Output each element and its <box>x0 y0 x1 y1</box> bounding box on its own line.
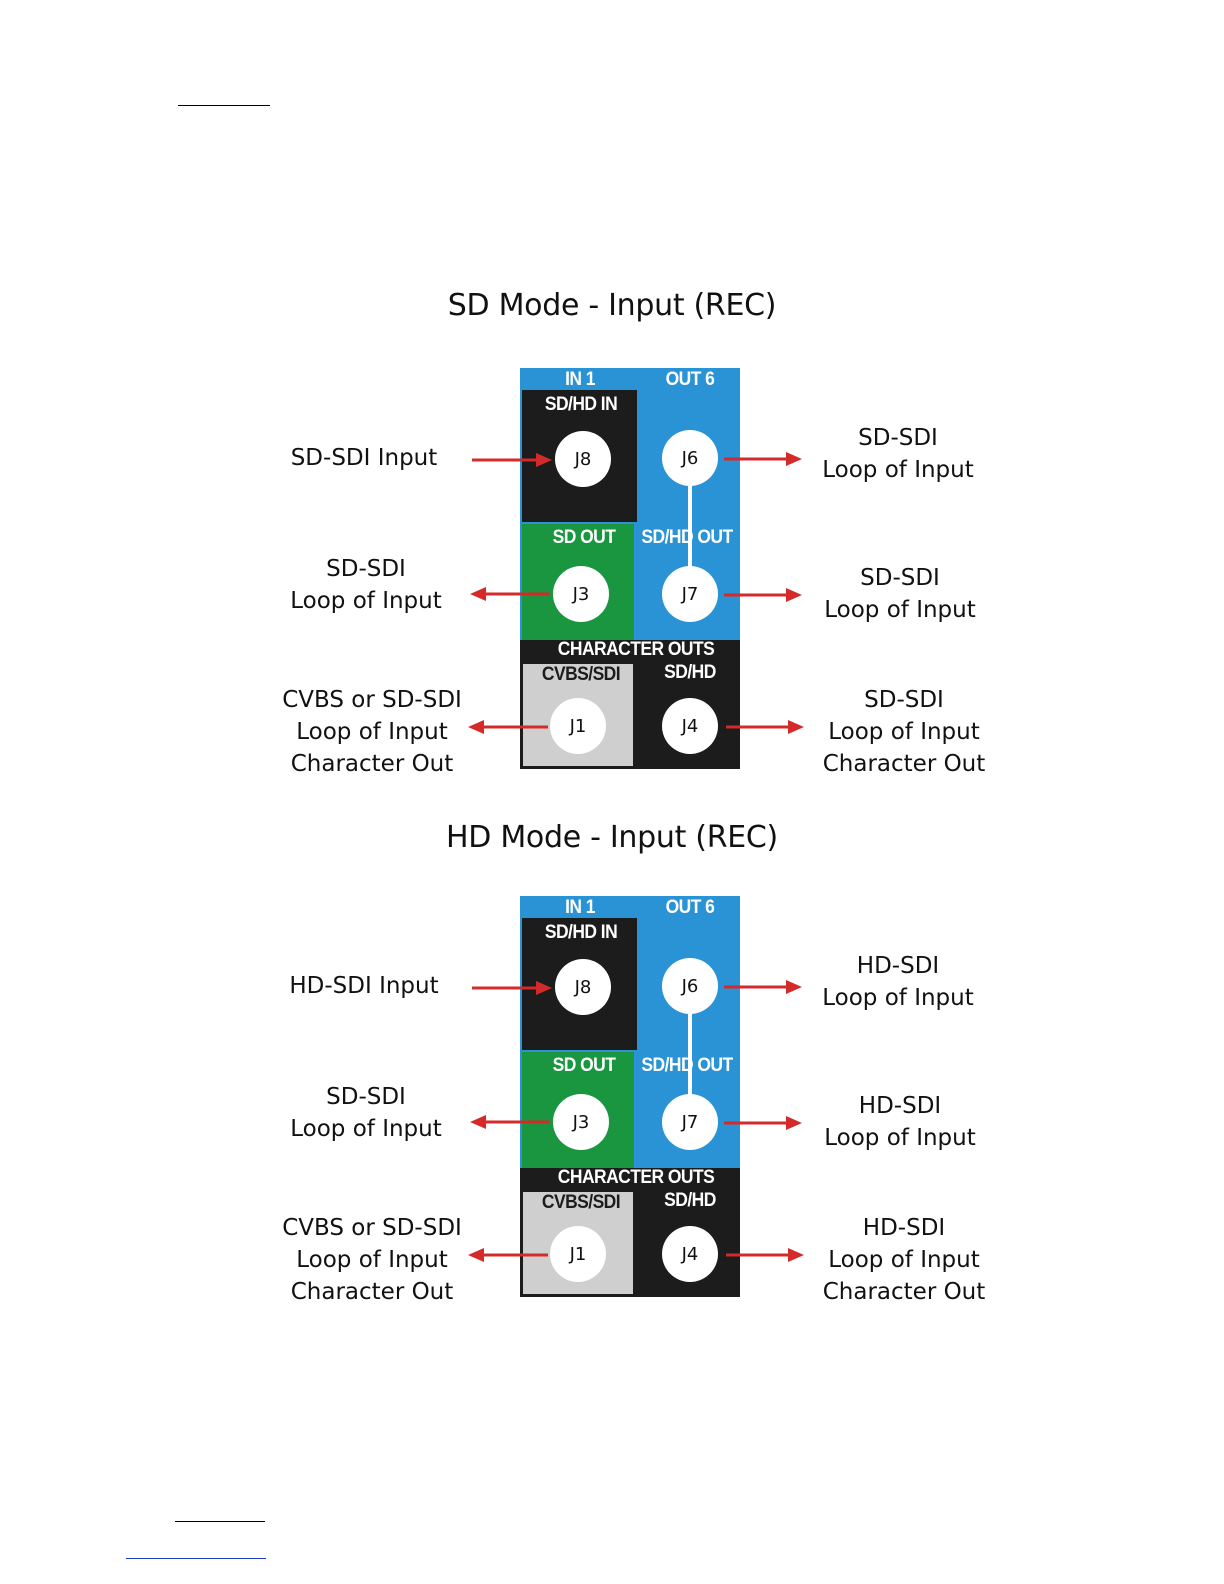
label-j7: HD-SDI Loop of Input <box>802 1090 998 1154</box>
in-1-header: IN 1 <box>565 897 595 918</box>
connector-j7[interactable]: J7 <box>662 566 718 622</box>
label-j1: CVBS or SD-SDI Loop of Input Character O… <box>262 684 482 780</box>
connector-j1[interactable]: J1 <box>550 698 606 754</box>
arrow-j4 <box>726 720 804 734</box>
in-1-header: IN 1 <box>565 369 595 390</box>
sd-out-header: SD OUT <box>552 527 616 548</box>
connector-j1[interactable]: J1 <box>550 1226 606 1282</box>
label-line: Loop of Input <box>290 1116 442 1142</box>
arrow-j1 <box>468 720 548 734</box>
label-line: SD-SDI <box>864 687 944 713</box>
label-line: HD-SDI <box>856 953 940 979</box>
hd-mode-diagram: HD Mode - Input (REC) IN 1 OUT 6 SD/HD I… <box>0 820 1224 1340</box>
label-line: HD-SDI <box>858 1093 942 1119</box>
label-line: Loop of Input <box>828 1247 980 1273</box>
label-j3: SD-SDI Loop of Input <box>268 553 464 617</box>
label-line: CVBS or SD-SDI <box>282 687 462 713</box>
j6-j7-link <box>688 478 692 600</box>
character-outs-header: CHARACTER OUTS <box>557 639 715 660</box>
label-j1: CVBS or SD-SDI Loop of Input Character O… <box>262 1212 482 1308</box>
label-line: CVBS or SD-SDI <box>282 1215 462 1241</box>
arrow-j7 <box>724 588 802 602</box>
label-line: Loop of Input <box>296 1247 448 1273</box>
label-line: Loop of Input <box>290 588 442 614</box>
label-j6: SD-SDI Loop of Input <box>800 422 996 486</box>
label-line: Loop of Input <box>822 985 974 1011</box>
cvbs-sdi-header: CVBS/SDI <box>541 1192 621 1213</box>
sd-hd-header: SD/HD <box>664 1190 716 1211</box>
j6-j7-link <box>688 1006 692 1128</box>
connector-panel: IN 1 OUT 6 SD/HD IN SD OUT SD/HD OUT CHA… <box>520 896 740 1297</box>
sd-mode-diagram: SD Mode - Input (REC) IN 1 OUT 6 SD/HD I… <box>0 288 1224 808</box>
label-j4: HD-SDI Loop of Input Character Out <box>806 1212 1002 1308</box>
out-6-header: OUT 6 <box>665 897 715 918</box>
arrow-j1 <box>468 1248 548 1262</box>
label-line: Loop of Input <box>296 719 448 745</box>
label-line: Character Out <box>290 751 454 777</box>
footer-rule <box>175 1521 265 1522</box>
label-j3: SD-SDI Loop of Input <box>268 1081 464 1145</box>
label-j8: HD-SDI Input <box>264 970 464 1002</box>
sd-out-header: SD OUT <box>552 1055 616 1076</box>
arrow-j7 <box>724 1116 802 1130</box>
connector-j7[interactable]: J7 <box>662 1094 718 1150</box>
character-outs-header: CHARACTER OUTS <box>557 1167 715 1188</box>
label-line: HD-SDI Input <box>289 973 439 999</box>
sd-hd-out-header: SD/HD OUT <box>641 527 733 548</box>
arrow-j3 <box>470 1115 550 1129</box>
header-rule <box>178 105 270 106</box>
connector-j6[interactable]: J6 <box>662 958 718 1014</box>
label-line: Character Out <box>822 1279 986 1305</box>
connector-j3[interactable]: J3 <box>553 566 609 622</box>
cvbs-sdi-header: CVBS/SDI <box>541 664 621 685</box>
label-j4: SD-SDI Loop of Input Character Out <box>806 684 1002 780</box>
connector-j8[interactable]: J8 <box>555 959 611 1015</box>
label-line: HD-SDI <box>862 1215 946 1241</box>
label-line: SD-SDI <box>326 1084 406 1110</box>
connector-panel: IN 1 OUT 6 SD/HD IN SD OUT SD/HD OUT CHA… <box>520 368 740 769</box>
connector-j6[interactable]: J6 <box>662 430 718 486</box>
label-line: Loop of Input <box>828 719 980 745</box>
diagram-title: HD Mode - Input (REC) <box>446 820 778 855</box>
diagram-title: SD Mode - Input (REC) <box>447 288 777 323</box>
label-line: SD-SDI <box>326 556 406 582</box>
label-j8: SD-SDI Input <box>264 442 464 474</box>
sd-hd-header: SD/HD <box>664 662 716 683</box>
sd-hd-in-header: SD/HD IN <box>544 394 618 415</box>
arrow-j3 <box>470 587 550 601</box>
label-line: Loop of Input <box>822 457 974 483</box>
arrow-j8 <box>472 981 552 995</box>
label-line: SD-SDI Input <box>290 445 438 471</box>
label-line: SD-SDI <box>860 565 940 591</box>
label-j6: HD-SDI Loop of Input <box>800 950 996 1014</box>
label-line: Loop of Input <box>824 1125 976 1151</box>
label-line: Character Out <box>822 751 986 777</box>
arrow-j6 <box>724 452 802 466</box>
label-line: Character Out <box>290 1279 454 1305</box>
arrow-j8 <box>472 453 552 467</box>
out-6-header: OUT 6 <box>665 369 715 390</box>
connector-j3[interactable]: J3 <box>553 1094 609 1150</box>
label-line: SD-SDI <box>858 425 938 451</box>
label-line: Loop of Input <box>824 597 976 623</box>
arrow-j6 <box>724 980 802 994</box>
arrow-j4 <box>726 1248 804 1262</box>
connector-j4[interactable]: J4 <box>662 1226 718 1282</box>
sd-hd-in-header: SD/HD IN <box>544 922 618 943</box>
label-j7: SD-SDI Loop of Input <box>802 562 998 626</box>
sd-hd-out-header: SD/HD OUT <box>641 1055 733 1076</box>
connector-j8[interactable]: J8 <box>555 431 611 487</box>
footer-link-rule <box>126 1558 266 1559</box>
connector-j4[interactable]: J4 <box>662 698 718 754</box>
